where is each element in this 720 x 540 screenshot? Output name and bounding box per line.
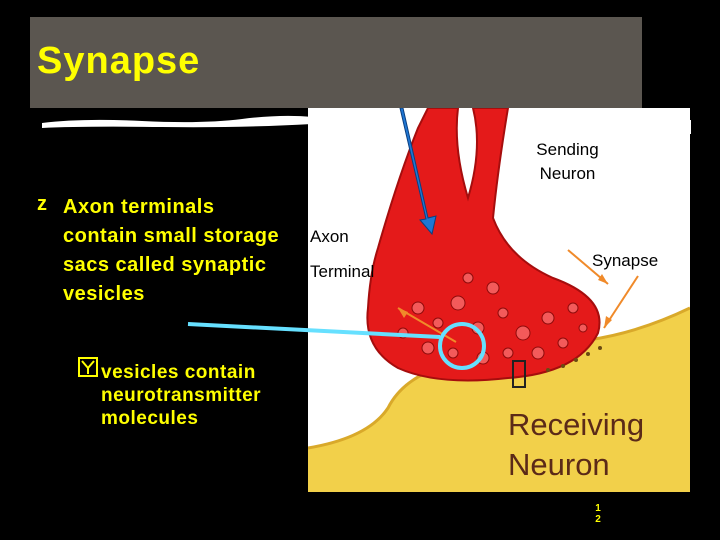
label-axon: Axon (310, 227, 349, 247)
label-synapse: Synapse (592, 251, 658, 271)
label-receiving-neuron: Receiving Neuron (508, 405, 668, 485)
bullet-marker-sub-icon (78, 357, 98, 377)
slide-number: 1 2 (592, 503, 604, 525)
bullet-marker-main: z (37, 193, 47, 216)
label-receiving-line1: Receiving (508, 405, 668, 445)
slide-number-line2: 2 (592, 514, 604, 525)
bullet-main-text: Axon terminals contain small storage sac… (63, 193, 283, 309)
label-terminal: Terminal (310, 262, 374, 282)
label-sending-neuron: Sending Neuron (520, 138, 615, 186)
label-sending-line2: Neuron (520, 162, 615, 186)
bullet-sub-text: vesicles contain neurotransmitter molecu… (101, 361, 301, 430)
decorative-rule (42, 114, 312, 132)
label-receiving-line2: Neuron (508, 445, 668, 485)
label-sending-line1: Sending (520, 138, 615, 162)
slide-number-line1: 1 (592, 503, 604, 514)
slide-title: Synapse (37, 40, 200, 83)
